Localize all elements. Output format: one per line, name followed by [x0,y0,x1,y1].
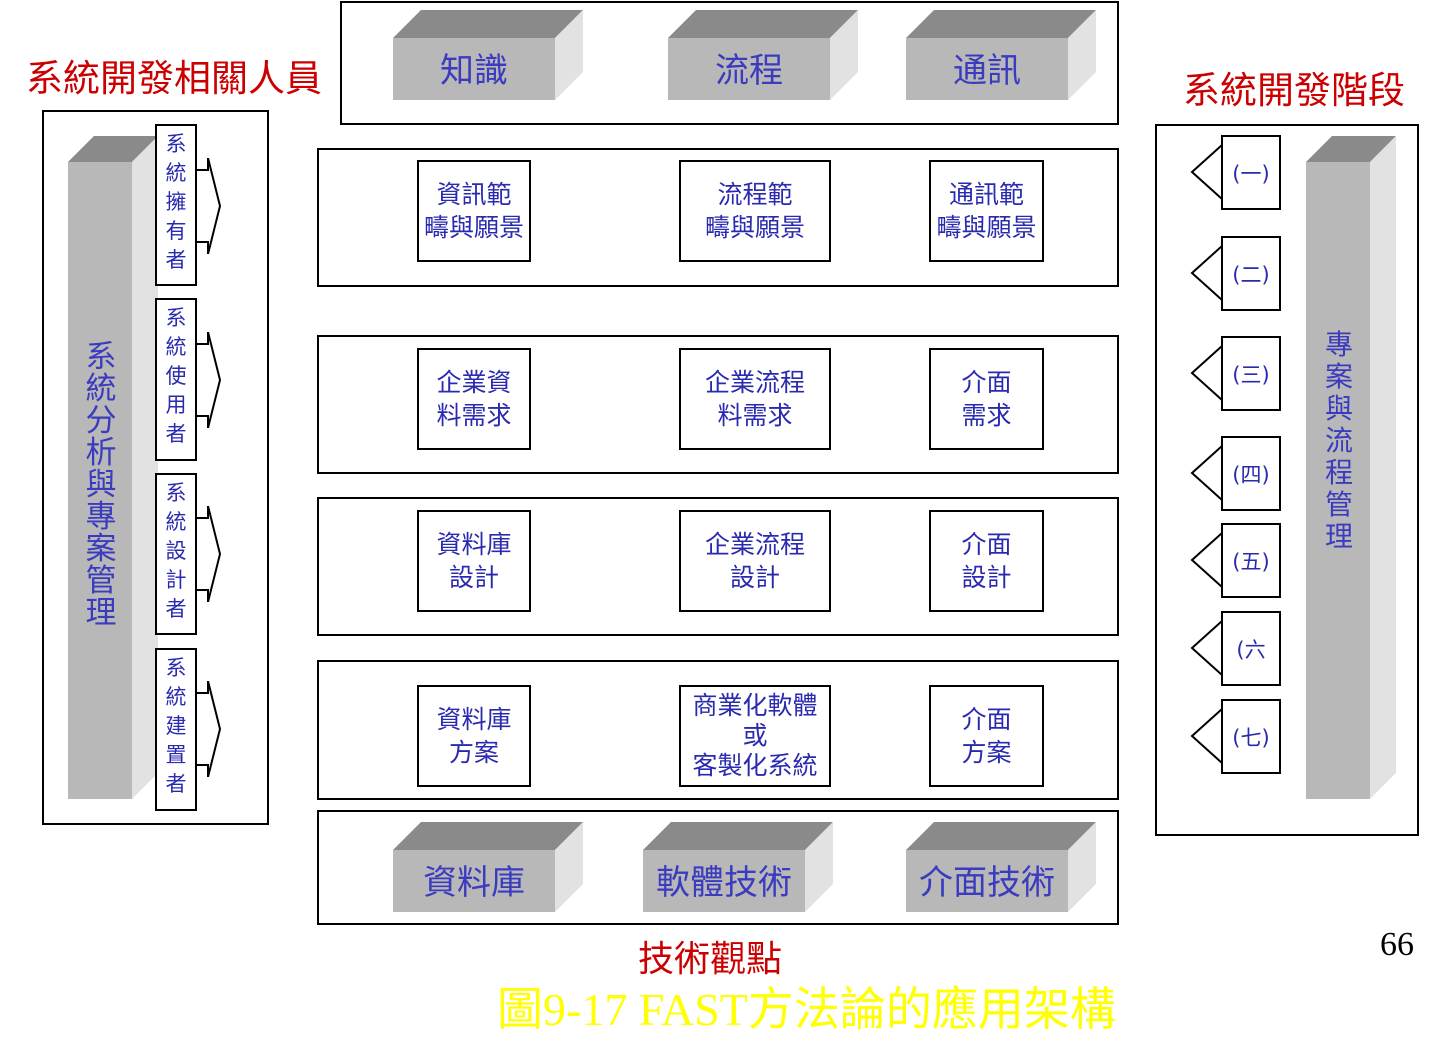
left-heading: 系統開發相關人員 [26,57,322,100]
cell-requirements-interface: 介面 需求 [929,348,1044,450]
role-builder: 系統建置者 [155,648,197,811]
page-number: 66 [1380,926,1414,963]
arrow-right-icon [195,680,222,778]
role-label: 系統設計者 [165,481,187,621]
stage-2: (二) [1190,236,1282,311]
stage-label: (三) [1232,362,1270,387]
cell-scope-data: 資訊範 疇與願景 [417,160,531,262]
role-owner: 系統擁有者 [155,124,197,286]
top-box-communication: 通訊 [906,10,1096,100]
cell-requirements-process: 企業流程 料需求 [679,348,831,450]
stage-7: (七) [1190,699,1282,774]
cell-solution-process: 商業化軟體 或 客製化系統 [679,685,831,787]
bottom-box-label: 軟體技術 [656,863,792,904]
role-designer: 系統設計者 [155,473,197,635]
arrow-right-icon [195,505,222,603]
bottom-box-software: 軟體技術 [643,822,833,912]
arrow-right-icon [195,331,222,429]
stage-label: (一) [1232,161,1270,186]
cell-requirements-data: 企業資 料需求 [417,348,531,450]
bottom-box-label: 介面技術 [919,863,1055,904]
cell-scope-process: 流程範 疇與願景 [679,160,831,262]
role-label: 系統使用者 [165,306,187,446]
top-box-label: 知識 [440,51,508,92]
stage-5: (五) [1190,523,1282,598]
cell-design-interface: 介面 設計 [929,510,1044,612]
bottom-box-database: 資料庫 [393,822,583,912]
stage-label: (二) [1232,262,1270,287]
left-bar-label: 系統分析與專案管理 [85,339,117,631]
cell-solution-interface: 介面 方案 [929,685,1044,787]
left-vertical-bar: 系統分析與專案管理 [68,136,158,799]
cell-solution-data: 資料庫 方案 [417,685,531,787]
right-bar-label: 專案與流程管理 [1324,328,1353,553]
stage-label: (六 [1236,637,1266,662]
figure-title: 圖9-17 FAST方法論的應用架構 [497,984,1116,1035]
right-heading: 系統開發階段 [1183,69,1405,112]
stage-4: (四) [1190,436,1282,511]
stage-label: (七) [1232,725,1270,750]
bottom-box-interface: 介面技術 [906,822,1096,912]
stage-label: (五) [1232,549,1270,574]
stage-6: (六 [1190,611,1282,686]
cell-design-process: 企業流程 設計 [679,510,831,612]
cell-design-data: 資料庫 設計 [417,510,531,612]
top-box-knowledge: 知識 [393,10,583,100]
bottom-caption: 技術觀點 [638,939,783,980]
right-vertical-bar: 專案與流程管理 [1306,136,1396,799]
top-box-process: 流程 [668,10,858,100]
arrow-right-icon [195,157,222,255]
stage-1: (一) [1190,135,1282,210]
cell-scope-communication: 通訊範 疇與願景 [929,160,1044,262]
bottom-box-label: 資料庫 [423,863,525,904]
stage-label: (四) [1232,462,1270,487]
role-label: 系統建置者 [165,656,187,796]
role-label: 系統擁有者 [165,132,187,272]
role-user: 系統使用者 [155,298,197,461]
top-box-label: 流程 [715,51,783,92]
stage-3: (三) [1190,336,1282,411]
top-box-label: 通訊 [953,51,1021,92]
